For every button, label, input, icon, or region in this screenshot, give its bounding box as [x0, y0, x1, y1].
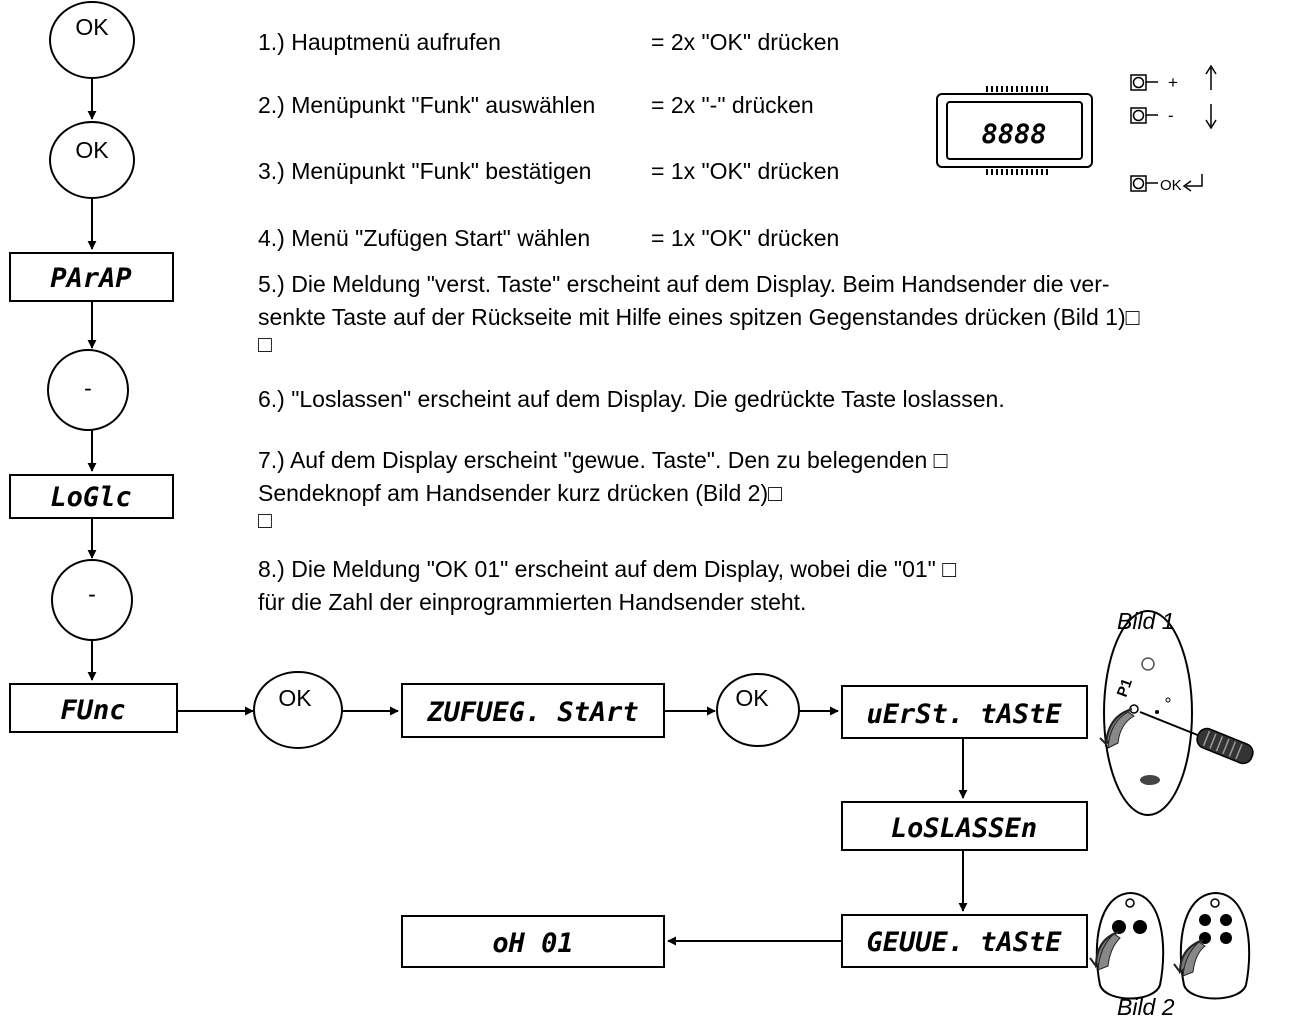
- instruction-7-line-1: 7.) Auf dem Display erscheint "gewue. Ta…: [258, 447, 948, 473]
- instruction-5-line-2: senkte Taste auf der Rückseite mit Hilfe…: [258, 304, 1140, 330]
- instruction-7-line-2: Sendeknopf am Handsender kurz drücken (B…: [258, 480, 783, 506]
- ok-oval-3-label: OK: [278, 685, 312, 711]
- ok-oval-4: OK: [716, 673, 800, 747]
- ok-oval-2: OK: [49, 121, 135, 199]
- caption-bild-1: Bild 1: [1117, 608, 1175, 634]
- display-loslassen-text: LoSLASSEn: [891, 813, 1037, 844]
- instruction-7-line-3: □: [258, 507, 272, 533]
- lcd-top-pins: [986, 86, 1048, 92]
- instruction-8-line-2: für die Zahl der einprogrammierten Hands…: [258, 589, 807, 615]
- display-logic-text: LoGlc: [50, 482, 131, 513]
- display-zufueg-start-text: ZUFUEG. StArt: [426, 697, 638, 728]
- step-3-result: = 1x "OK" drücken: [651, 158, 840, 184]
- display-gewue-taste: GEUUE. tAStE: [841, 914, 1088, 968]
- instruction-5-line-3: □: [258, 331, 272, 357]
- step-4-action: 4.) Menü "Zufügen Start" wählen: [258, 225, 591, 251]
- ok-oval-4-label: OK: [735, 685, 769, 711]
- display-verst-taste-text: uErSt. tAStE: [866, 699, 1062, 730]
- display-func-text: FUnc: [60, 695, 125, 726]
- display-gewue-taste-text: GEUUE. tAStE: [866, 927, 1062, 958]
- minus-button-label: -: [1168, 106, 1174, 125]
- plus-button-label: +: [1168, 73, 1178, 92]
- display-verst-taste: uErSt. tAStE: [841, 685, 1088, 739]
- step-3-action: 3.) Menüpunkt "Funk" bestätigen: [258, 158, 592, 184]
- remote-p1-label: P1: [1114, 676, 1136, 699]
- display-parameter: PArAP: [9, 252, 174, 302]
- remote-logo-mark: [1140, 775, 1160, 785]
- minus-oval-2-label: -: [88, 581, 96, 607]
- step-2-action: 2.) Menüpunkt "Funk" auswählen: [258, 92, 596, 118]
- display-loslassen: LoSLASSEn: [841, 801, 1088, 851]
- screwdriver-icon: [1196, 727, 1254, 765]
- display-logic: LoGlc: [9, 474, 174, 519]
- lcd-display-value: 8888: [981, 119, 1046, 150]
- step-2-result: = 2x "-" drücken: [651, 92, 814, 118]
- ok-oval-2-label: OK: [75, 137, 109, 163]
- control-panel: 8888 +: [936, 64, 1217, 194]
- instruction-7: 7.) Auf dem Display erscheint "gewue. Ta…: [258, 444, 948, 533]
- remote-bild2-two-button: [1089, 891, 1165, 1000]
- remote-bild1-illustration: P1: [1099, 610, 1254, 816]
- step-1-action: 1.) Hauptmenü aufrufen: [258, 29, 501, 55]
- step-1-result: = 2x "OK" drücken: [651, 29, 840, 55]
- minus-oval-1-label: -: [84, 375, 92, 401]
- instruction-8: 8.) Die Meldung "OK 01" erscheint auf de…: [258, 553, 956, 619]
- instruction-5: 5.) Die Meldung "verst. Taste" erscheint…: [258, 268, 1140, 357]
- plus-button: +: [1130, 64, 1217, 92]
- remote-back-body: [1103, 610, 1193, 816]
- ok-oval-1-label: OK: [75, 14, 109, 40]
- minus-oval-2: -: [51, 559, 133, 641]
- arrow-down-icon: [1205, 104, 1217, 130]
- ok-button: OK: [1130, 174, 1203, 194]
- display-func: FUnc: [9, 683, 178, 733]
- instruction-8-line-1: 8.) Die Meldung "OK 01" erscheint auf de…: [258, 556, 957, 582]
- instruction-6-line-1: 6.) "Loslassen" erscheint auf dem Displa…: [258, 386, 1005, 412]
- arrow-up-icon: [1205, 64, 1217, 90]
- instruction-5-line-1: 5.) Die Meldung "verst. Taste" erscheint…: [258, 271, 1110, 297]
- remote-bild2-four-button: [1173, 891, 1251, 1000]
- minus-button: -: [1130, 104, 1217, 130]
- display-parameter-text: PArAP: [50, 263, 131, 294]
- ok-button-label: OK: [1160, 177, 1182, 194]
- step-4-result: = 1x "OK" drücken: [651, 225, 840, 251]
- ok-oval-1: OK: [49, 1, 135, 79]
- caption-bild-2: Bild 2: [1117, 994, 1175, 1020]
- display-ok01: oH 01: [401, 915, 665, 968]
- display-zufueg-start: ZUFUEG. StArt: [401, 683, 665, 738]
- lcd-bottom-pins: [986, 169, 1048, 175]
- lcd-unit: 8888: [936, 86, 1093, 175]
- enter-arrow-icon: [1182, 174, 1203, 192]
- minus-oval-1: -: [47, 349, 129, 431]
- screwdriver-shaft: [1139, 711, 1201, 737]
- instruction-6: 6.) "Loslassen" erscheint auf dem Displa…: [258, 383, 1005, 416]
- ok-oval-3: OK: [253, 671, 343, 749]
- display-ok01-text: oH 01: [492, 928, 573, 959]
